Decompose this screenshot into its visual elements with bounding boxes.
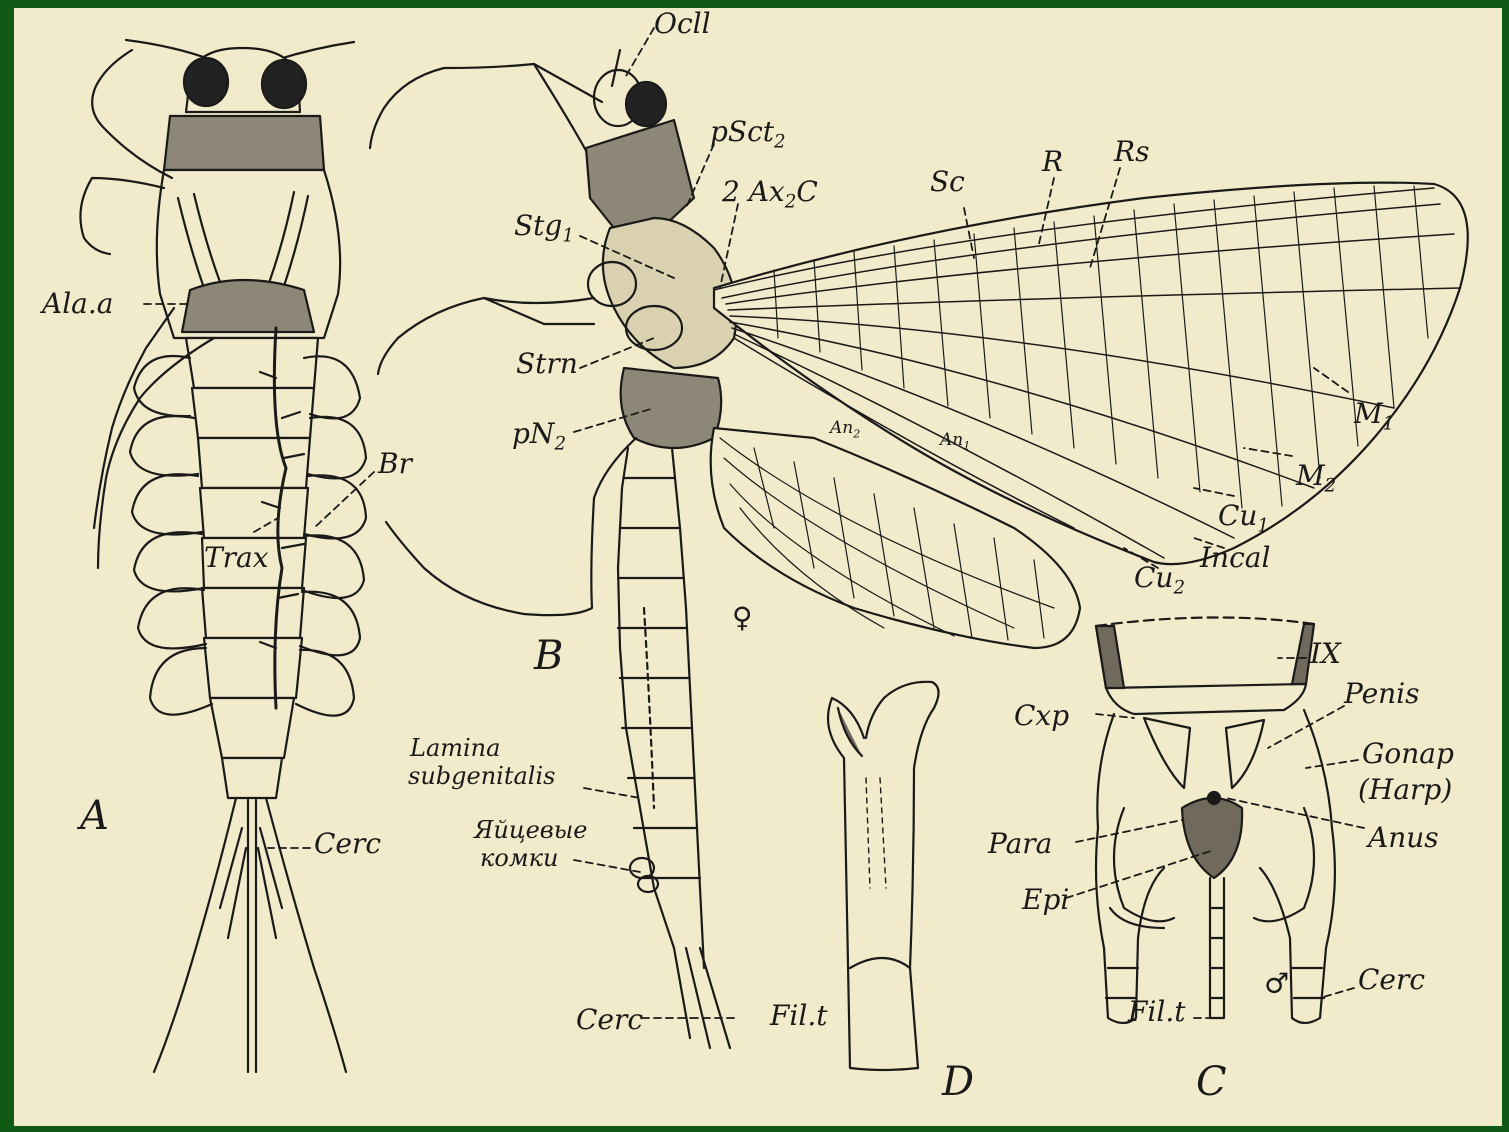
- label-cu1: Cu1: [1218, 502, 1269, 536]
- label-eggs-line1: Яйцевые: [474, 818, 588, 842]
- label-an2: An2: [830, 420, 860, 439]
- label-anus: Anus: [1368, 824, 1439, 852]
- label-cxp: Cxp: [1014, 702, 1069, 730]
- label-an1: An1: [940, 432, 970, 451]
- label-ala-a: Ala.a: [42, 290, 113, 318]
- label-cu2: Cu2: [1134, 564, 1185, 598]
- label-m1: M1: [1354, 400, 1394, 434]
- label-ix: IX: [1310, 640, 1341, 668]
- label-lamina: Lamina: [410, 736, 500, 760]
- figure-label-d: D: [942, 1062, 974, 1102]
- label-gonap: Gonap: [1362, 740, 1454, 768]
- label-subgenitalis: subgenitalis: [408, 764, 555, 788]
- label-ax2c: 2 Ax2C: [722, 178, 818, 212]
- label-rs: Rs: [1114, 138, 1149, 166]
- label-female-symbol: ♀: [732, 604, 752, 632]
- figure-label-c: C: [1196, 1062, 1227, 1102]
- label-eggs-line2: комки: [480, 846, 558, 870]
- label-trax: Trax: [204, 544, 269, 572]
- label-sc: Sc: [930, 168, 965, 196]
- label-cerc-a: Cerc: [314, 830, 381, 858]
- label-penis: Penis: [1344, 680, 1420, 708]
- label-strn: Strn: [516, 350, 578, 378]
- illustration-plate: A B C D Ocll pSct2 2 Ax2C Sc R Rs Stg1 S…: [14, 8, 1502, 1126]
- label-epi: Epi: [1022, 886, 1069, 914]
- figure-label-a: A: [80, 796, 109, 836]
- label-cerc-c: Cerc: [1358, 966, 1425, 994]
- figure-d-appendage: [828, 682, 939, 1070]
- figure-c-genitalia: [1096, 617, 1335, 1023]
- label-stg1: Stg1: [514, 212, 574, 246]
- label-filt-b: Fil.t: [770, 1002, 828, 1030]
- label-br: Br: [378, 450, 412, 478]
- label-m2: M2: [1296, 462, 1336, 496]
- label-psct2: pSct2: [710, 118, 786, 152]
- label-male-symbol: ♂: [1264, 970, 1289, 998]
- label-para: Para: [988, 830, 1052, 858]
- label-ocll: Ocll: [654, 10, 711, 38]
- figure-b-adult: [370, 50, 1468, 1048]
- label-cerc-b: Cerc: [576, 1006, 643, 1034]
- label-pn2: pN2: [512, 420, 566, 454]
- label-filt-c: Fil.t: [1128, 998, 1186, 1026]
- label-harp: (Harp): [1358, 776, 1452, 804]
- label-r: R: [1042, 148, 1063, 176]
- figure-label-b: B: [534, 636, 563, 676]
- label-incal: Incal: [1200, 544, 1270, 572]
